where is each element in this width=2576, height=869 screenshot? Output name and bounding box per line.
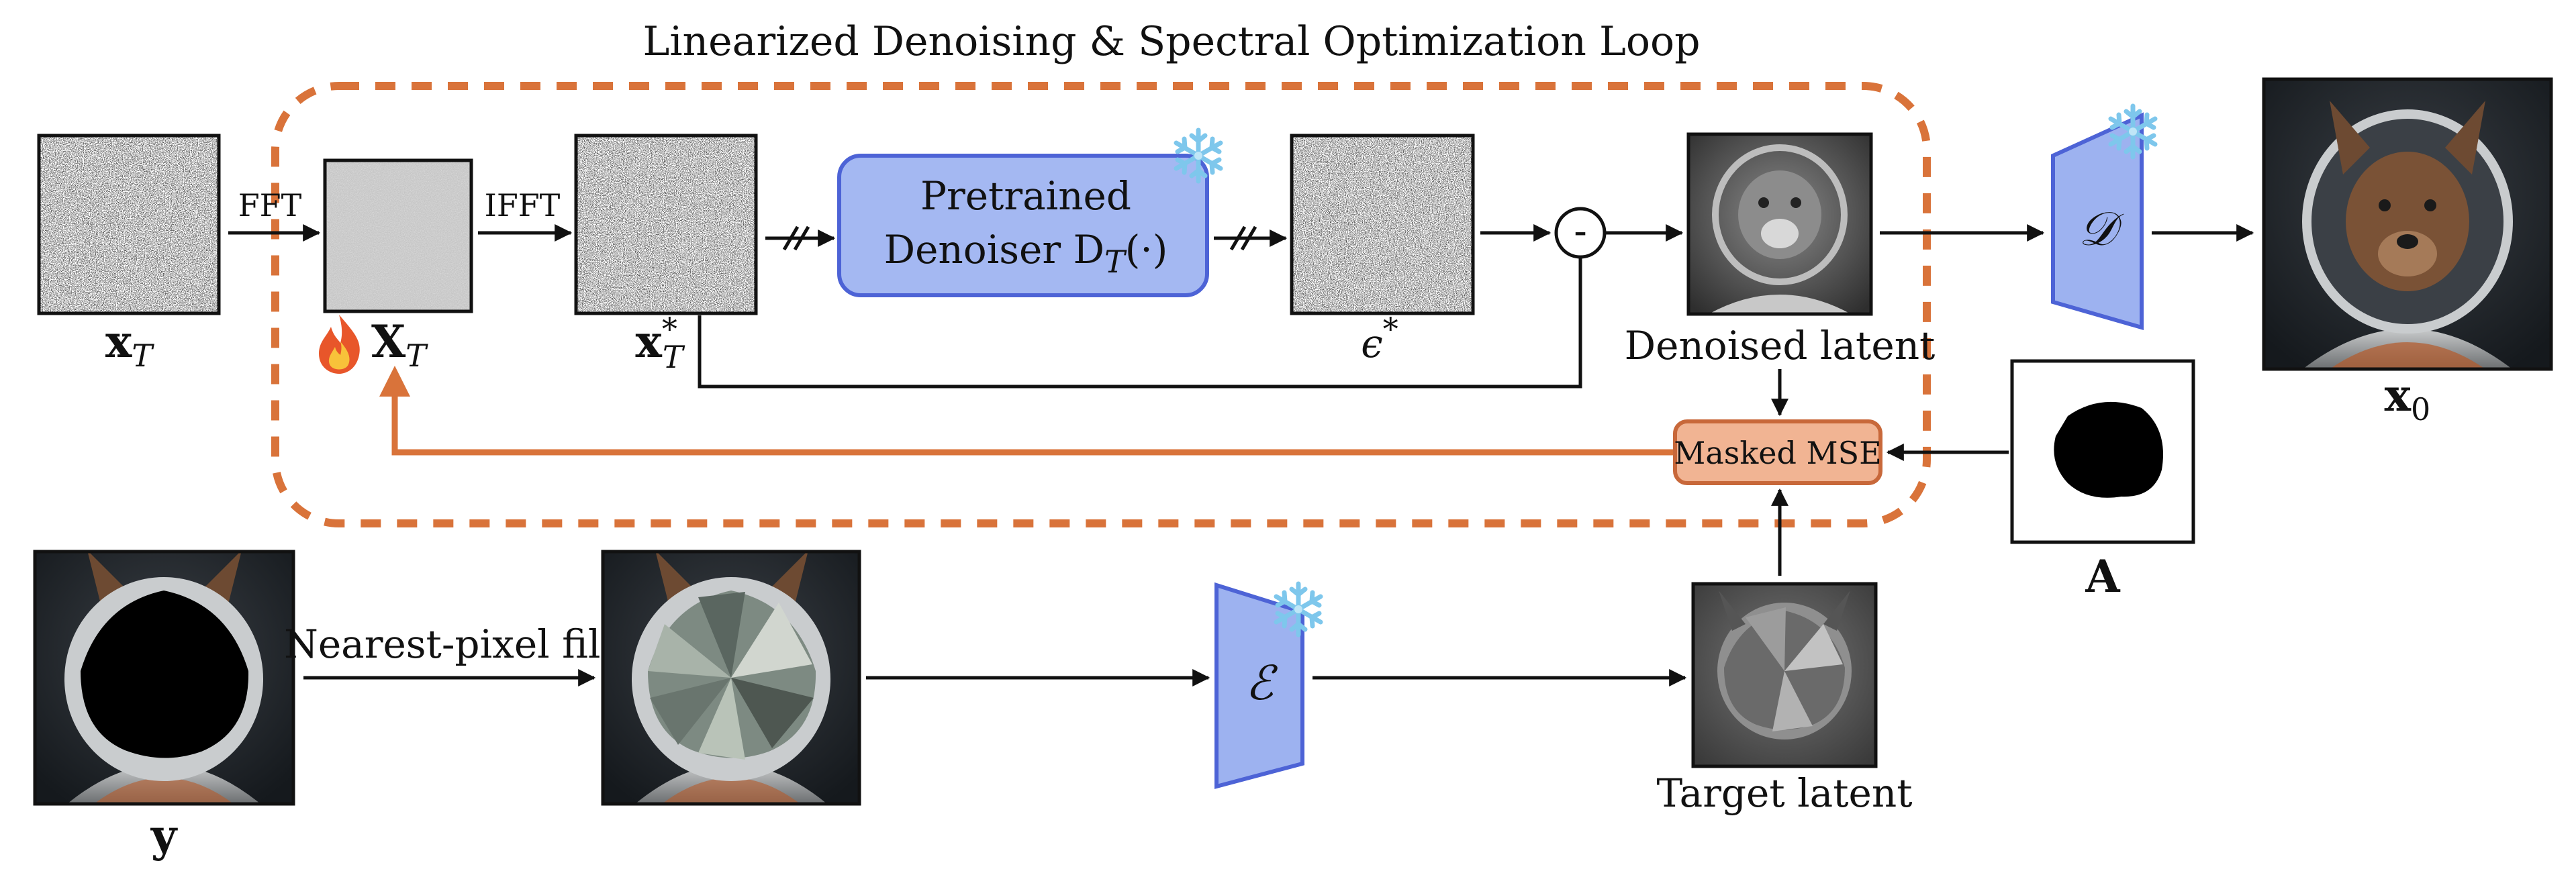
fire-icon <box>319 315 360 374</box>
denoised-latent-label: Denoised latent <box>1625 323 1936 368</box>
stop-gradient-mark <box>1229 225 1257 251</box>
encoder-symbol: ℰ <box>1245 656 1278 711</box>
eps-star-label: ϵ* <box>1361 311 1398 366</box>
skip-connection-line <box>698 258 1582 389</box>
fft-label: FFT <box>238 187 302 223</box>
x0-label: x0 <box>2385 369 2431 427</box>
masked-mse-box <box>1673 419 1882 485</box>
target-latent-label: Target latent <box>1656 770 1912 816</box>
denoised-latent-image <box>1686 132 1873 316</box>
x0-output-image <box>2262 77 2553 371</box>
XT-freq-label: XT <box>371 315 428 374</box>
nearest-fill-label: Nearest-pixel fill <box>284 621 613 667</box>
encoder-block <box>1214 582 1304 789</box>
masked-mse-label: Masked MSE <box>1674 435 1882 471</box>
xT-label: xT <box>105 315 154 374</box>
XT-frequency-image <box>323 158 473 313</box>
mask-A-image <box>2010 359 2195 544</box>
ifft-label: IFFT <box>485 187 561 223</box>
gradient-feedback-arrow <box>379 366 1673 456</box>
stop-gradient-mark <box>782 225 810 251</box>
xT-star-noise-image <box>574 134 758 315</box>
mask-A-label: A <box>2085 550 2120 603</box>
y-label: y <box>150 809 178 862</box>
xT-star-label: x*T <box>635 311 685 375</box>
denoiser-line1: Pretrained <box>920 173 1131 219</box>
target-latent-image <box>1691 582 1878 768</box>
y-masked-input-image <box>33 550 295 806</box>
xT-noise-image <box>37 134 221 315</box>
denoiser-line2: Denoiser DT(·) <box>884 227 1168 280</box>
pretrained-denoiser-box <box>837 154 1209 297</box>
optimization-loop-boundary <box>271 82 1931 527</box>
loop-title: Linearized Denoising & Spectral Optimiza… <box>642 18 1700 65</box>
eps-star-noise-image <box>1290 134 1475 315</box>
minus-sign: - <box>1574 208 1587 254</box>
nearest-pixel-filled-image <box>601 550 861 806</box>
